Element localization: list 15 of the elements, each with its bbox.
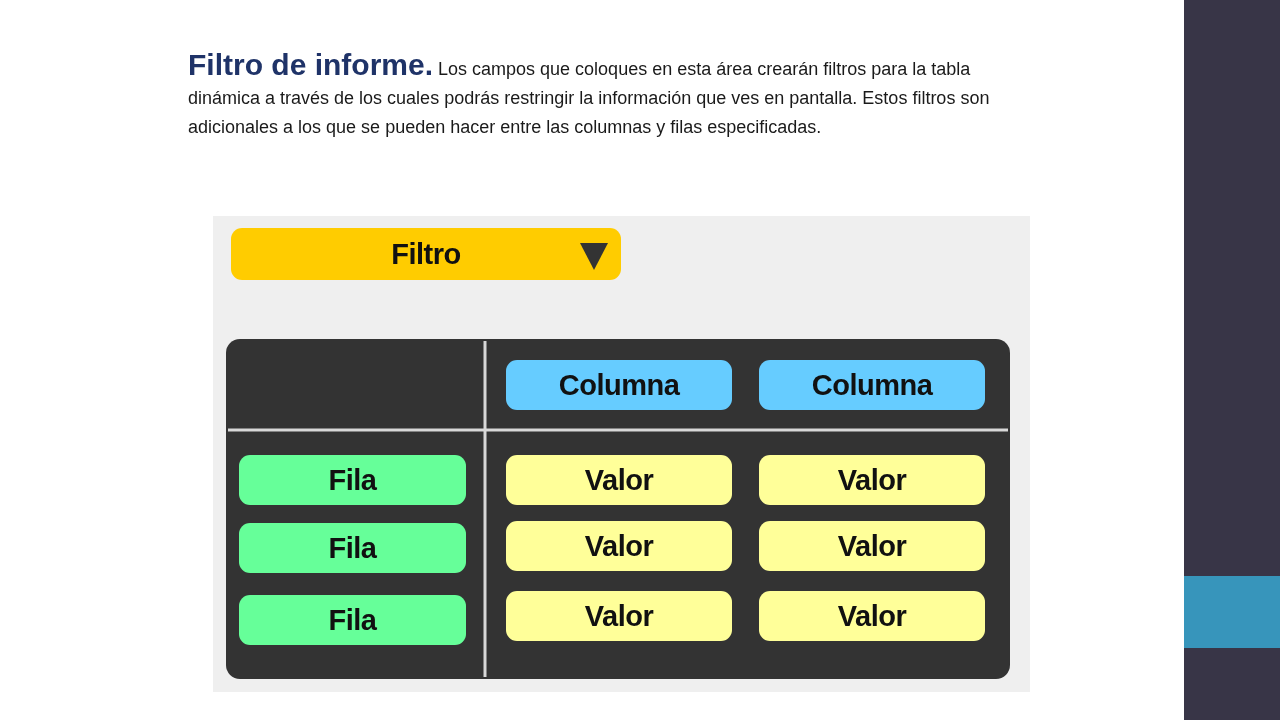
value-chip: Valor	[506, 591, 732, 641]
row-chip: Fila	[239, 455, 466, 505]
value-chip: Valor	[759, 591, 985, 641]
value-chip: Valor	[506, 521, 732, 571]
pivot-area-panel	[213, 216, 1030, 692]
value-chip: Valor	[506, 455, 732, 505]
value-chip: Valor	[759, 455, 985, 505]
column-chip: Columna	[506, 360, 732, 410]
row-chip: Fila	[239, 523, 466, 573]
row-chip: Fila	[239, 595, 466, 645]
description-paragraph: Filtro de informe. Los campos que coloques en esta área crearán filtros para la tabla dinámica a través de los cuales podrás restringir la información que ves en pantalla. Estos filtros son adicionales a los que se pueden hacer entre las columnas y filas especificadas.	[188, 50, 991, 139]
filter-dropdown: Filtro	[231, 228, 621, 280]
column-chip: Columna	[759, 360, 985, 410]
pivot-table-panel	[226, 339, 1010, 679]
value-chip: Valor	[759, 521, 985, 571]
